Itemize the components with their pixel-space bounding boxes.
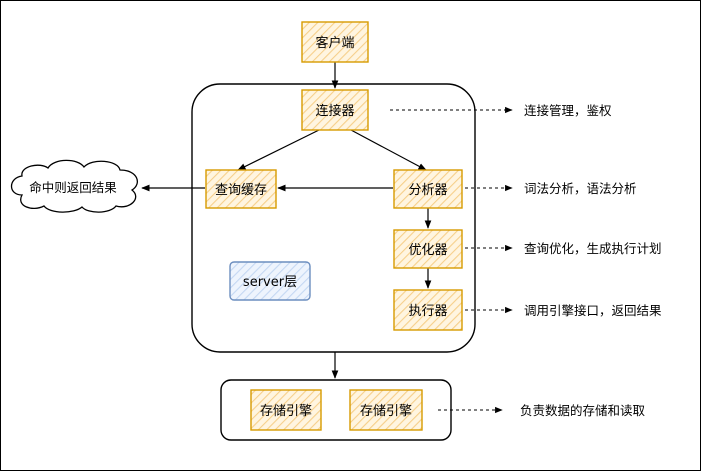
storage-engine-label-2: 存储引擎	[360, 404, 412, 419]
query-cache-node	[205, 169, 277, 209]
connector-label: 连接器	[315, 103, 354, 119]
analyzer-label: 分析器	[408, 183, 447, 198]
client-label: 客户端	[315, 35, 354, 51]
storage-engine-label-1: 存储引擎	[260, 404, 312, 419]
storage-engine-node-2	[349, 389, 423, 431]
annotation-optimizer: 查询优化，生成执行计划	[524, 241, 662, 256]
server-layer-label: server层	[243, 275, 297, 290]
annotation-analyzer: 词法分析，语法分析	[524, 181, 637, 196]
edge-connector-analyzer	[350, 129, 427, 171]
optimizer-node	[393, 229, 463, 269]
optimizer-label: 优化器	[408, 243, 447, 258]
connector-node	[301, 89, 369, 131]
analyzer-node	[393, 169, 463, 209]
cache-hit-label: 命中则返回结果	[29, 180, 117, 195]
server-layer-node	[229, 261, 311, 301]
edge-connector-cache	[237, 129, 320, 171]
annotation-connector: 连接管理，鉴权	[524, 103, 612, 118]
query-cache-label: 查询缓存	[215, 183, 267, 198]
cache-hit-cloud	[10, 159, 138, 213]
executor-node	[393, 289, 463, 331]
annotation-storage: 负责数据的存储和读取	[520, 403, 646, 418]
annotation-executor: 调用引擎接口，返回结果	[524, 303, 662, 318]
storage-engine-node-1	[250, 389, 322, 431]
client-node	[301, 21, 369, 63]
executor-label: 执行器	[408, 304, 447, 319]
